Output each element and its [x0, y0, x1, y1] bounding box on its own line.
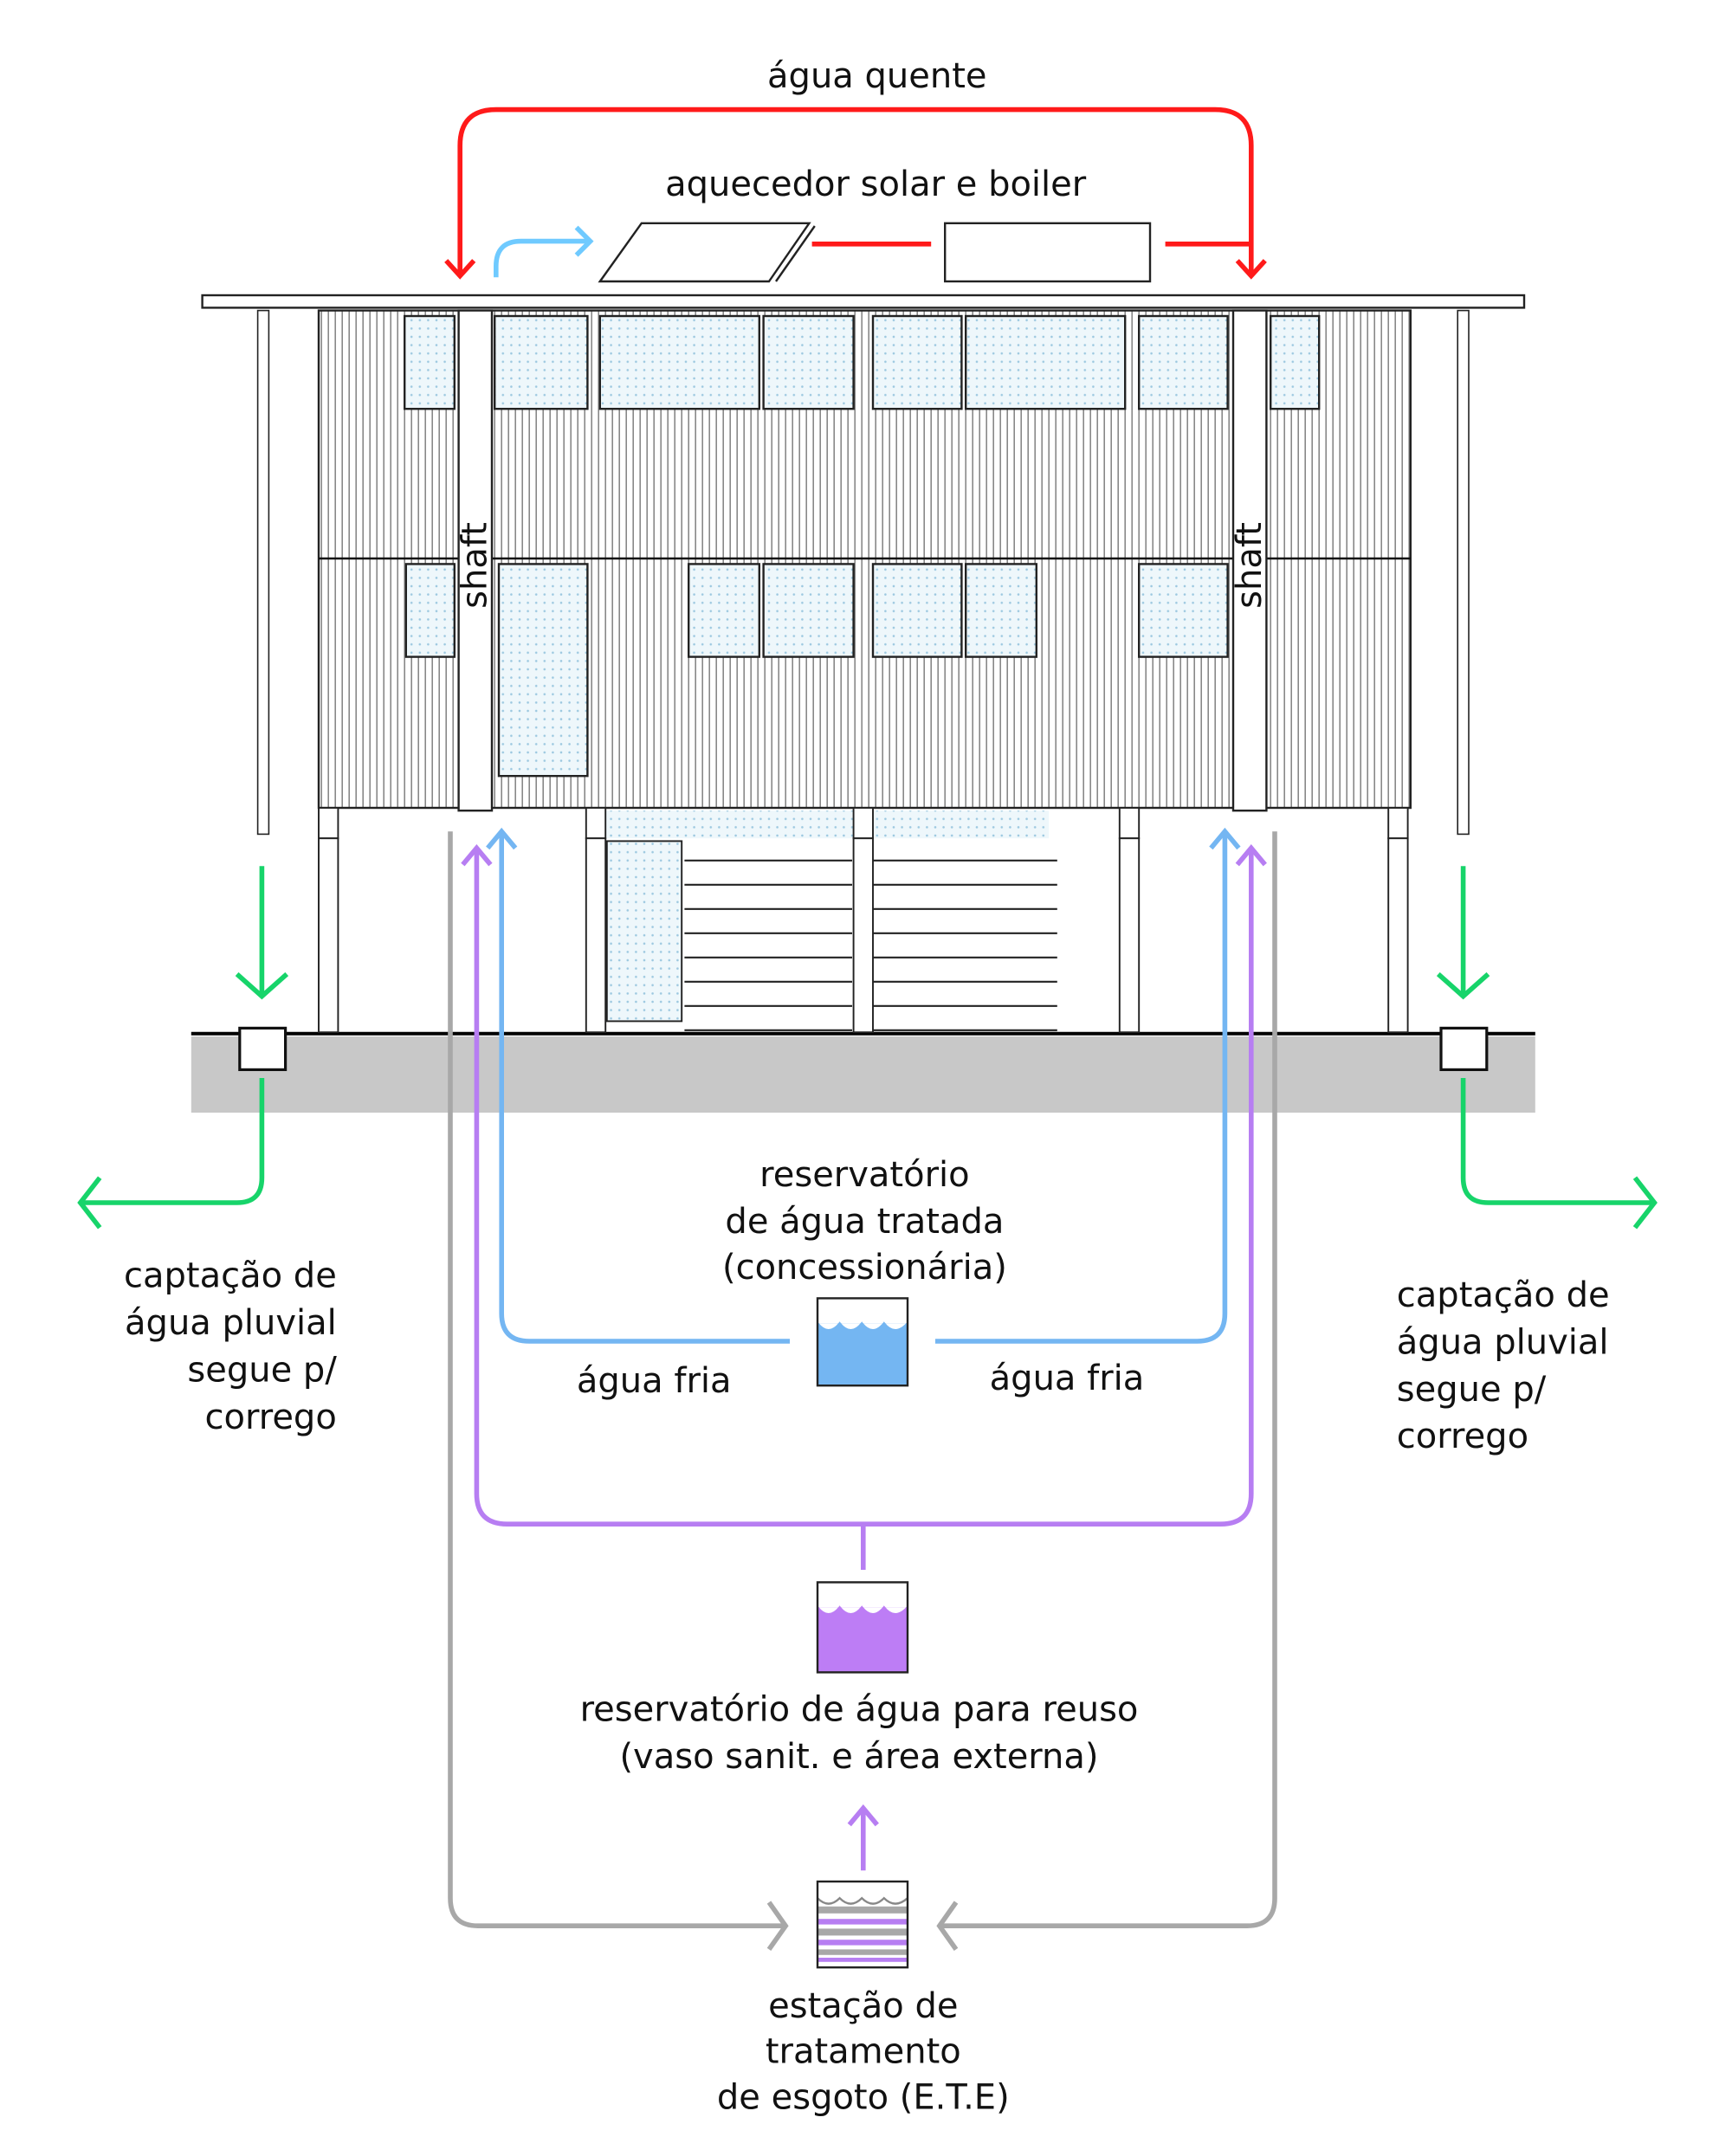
window: [1138, 314, 1229, 410]
treated-water-tank: [816, 1297, 909, 1387]
shaft-left-label: shaft: [456, 522, 495, 609]
sewage-lines: [448, 831, 1277, 1952]
treated-reservoir-line1: reservatório: [759, 1155, 969, 1195]
reuse-reservoir-line2: (vaso sanit. e área externa): [619, 1737, 1098, 1777]
ete-line2: tratamento: [766, 2032, 961, 2072]
door: [497, 563, 589, 778]
window: [762, 314, 855, 410]
post-cap: [585, 807, 607, 840]
solar-heater-label: aquecedor solar e boiler: [665, 165, 1087, 204]
window: [871, 314, 963, 410]
rain-right-line2: água pluvial: [1397, 1322, 1609, 1362]
post: [585, 837, 607, 1034]
solar-panel: [598, 222, 816, 283]
window: [965, 563, 1037, 658]
cold-water-right-label: água fria: [990, 1359, 1145, 1398]
shaft-right-label: shaft: [1230, 522, 1270, 609]
rain-right-line4: corrego: [1397, 1417, 1528, 1456]
window: [404, 314, 456, 410]
rain-right-line1: captação de: [1397, 1275, 1610, 1315]
rain-left-line4: corrego: [205, 1398, 337, 1437]
rain-inlet-right: [1439, 1026, 1489, 1071]
hot-water-label: água quente: [767, 56, 986, 96]
window: [1138, 563, 1229, 658]
shaft-right: [1231, 309, 1268, 812]
post: [1118, 837, 1141, 1034]
rain-left-label: captação de água pluvial segue p/ correg…: [124, 1256, 337, 1437]
treated-reservoir-line2: de água tratada: [725, 1202, 1004, 1242]
roof: [201, 294, 1526, 309]
solar-feed-arrow: [494, 225, 594, 278]
post: [852, 837, 874, 1034]
rain-right-label: captação de água pluvial segue p/ correg…: [1397, 1275, 1610, 1456]
downspout-left: [256, 309, 270, 836]
post-cap: [318, 807, 339, 840]
rain-left-line2: água pluvial: [125, 1303, 337, 1343]
cold-water-lines: [486, 827, 1241, 1344]
post: [318, 837, 339, 1034]
ete-line3: de esgoto (E.T.E): [717, 2077, 1010, 2117]
building-elevation: [201, 294, 1526, 1034]
cold-water-left-label: água fria: [577, 1361, 732, 1401]
rain-left-line3: segue p/: [187, 1350, 337, 1390]
reuse-water-lines: [461, 844, 1267, 1871]
rain-inlet-left: [238, 1026, 288, 1071]
rain-left-line1: captação de: [124, 1256, 337, 1296]
reuse-water-tank: [816, 1581, 909, 1674]
window: [598, 314, 761, 410]
hot-water-loop: [444, 107, 1267, 280]
downspout-right: [1457, 309, 1470, 836]
sewage-treatment-station: [816, 1880, 909, 1969]
window: [871, 563, 963, 658]
ete-line1: estação de: [768, 1986, 958, 2026]
window: [494, 314, 589, 410]
post-cap: [1118, 807, 1141, 840]
window: [1270, 314, 1321, 410]
reuse-reservoir-line1: reservatório de água para reuso: [580, 1689, 1139, 1729]
window: [965, 314, 1127, 410]
shaft-left: [457, 309, 494, 812]
post-cap: [1387, 807, 1409, 840]
window: [688, 563, 760, 658]
boiler: [944, 222, 1152, 283]
post: [1387, 837, 1409, 1034]
treated-reservoir-line3: (concessionária): [722, 1248, 1007, 1288]
rain-right-line3: segue p/: [1397, 1370, 1547, 1410]
post-cap: [852, 807, 874, 840]
ground-section: [191, 1036, 1535, 1113]
rain-water-right: [1436, 866, 1658, 1230]
window: [404, 563, 456, 658]
rain-water-left: [77, 866, 289, 1230]
window: [762, 563, 855, 658]
